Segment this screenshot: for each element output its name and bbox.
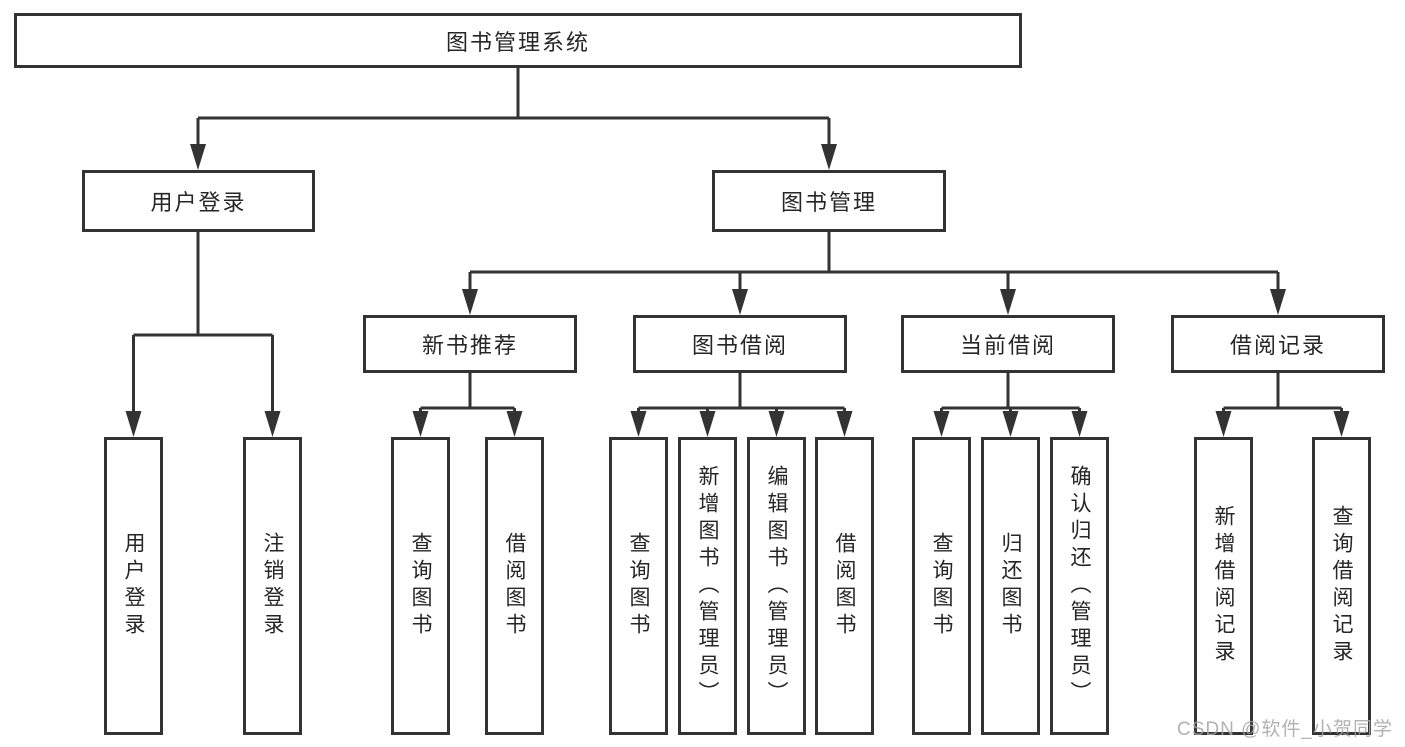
node-label: 查询图书 bbox=[930, 532, 953, 640]
node-label: 图书管理 bbox=[780, 190, 877, 215]
node-label: 用户登录 bbox=[122, 532, 145, 640]
node-label: 编辑图书（管理员） bbox=[765, 464, 788, 708]
node-label: 查询图书 bbox=[627, 532, 650, 640]
node-label: 新书推荐 bbox=[421, 333, 518, 358]
leaf-return-books: 归还图书 bbox=[981, 437, 1040, 735]
node-book-borrowing: 图书借阅 bbox=[633, 315, 847, 373]
leaf-add-borrow-record: 新增借阅记录 bbox=[1194, 437, 1253, 735]
node-label: 注销登录 bbox=[261, 532, 284, 640]
csdn-watermark: CSDN @软件_小贺同学 bbox=[1177, 719, 1393, 740]
node-borrowing-records: 借阅记录 bbox=[1171, 315, 1385, 373]
node-label: 借阅记录 bbox=[1229, 333, 1326, 358]
leaf-logout: 注销登录 bbox=[243, 437, 302, 735]
node-root-system: 图书管理系统 bbox=[14, 13, 1022, 68]
node-book-management: 图书管理 bbox=[712, 170, 946, 232]
node-label: 用户登录 bbox=[150, 190, 247, 215]
leaf-query-books-a: 查询图书 bbox=[391, 437, 450, 735]
leaf-user-login: 用户登录 bbox=[104, 437, 163, 735]
arrowheads bbox=[125, 144, 1350, 437]
node-label: 归还图书 bbox=[999, 532, 1022, 640]
leaf-query-borrow-record: 查询借阅记录 bbox=[1312, 437, 1371, 735]
node-label: 新增图书（管理员） bbox=[696, 464, 719, 708]
node-label: 图书管理系统 bbox=[445, 29, 590, 55]
node-current-borrowing: 当前借阅 bbox=[901, 315, 1115, 373]
connector-paths bbox=[132, 68, 1343, 413]
node-label: 借阅图书 bbox=[833, 532, 856, 640]
node-label: 当前借阅 bbox=[959, 333, 1056, 358]
node-user-login: 用户登录 bbox=[82, 170, 315, 232]
node-label: 图书借阅 bbox=[691, 333, 788, 358]
leaf-query-books-b: 查询图书 bbox=[609, 437, 668, 735]
leaf-confirm-return-admin: 确认归还（管理员） bbox=[1050, 437, 1109, 735]
node-label: 借阅图书 bbox=[503, 532, 526, 640]
node-label: 查询图书 bbox=[409, 532, 432, 640]
node-label: 查询借阅记录 bbox=[1330, 505, 1353, 667]
leaf-borrow-books-b: 借阅图书 bbox=[815, 437, 874, 735]
node-new-book-recommend: 新书推荐 bbox=[363, 315, 577, 373]
node-label: 新增借阅记录 bbox=[1212, 505, 1235, 667]
leaf-borrow-books-a: 借阅图书 bbox=[485, 437, 544, 735]
leaf-add-books-admin: 新增图书（管理员） bbox=[678, 437, 737, 735]
leaf-query-books-c: 查询图书 bbox=[912, 437, 971, 735]
leaf-edit-books-admin: 编辑图书（管理员） bbox=[747, 437, 806, 735]
node-label: 确认归还（管理员） bbox=[1068, 464, 1091, 708]
